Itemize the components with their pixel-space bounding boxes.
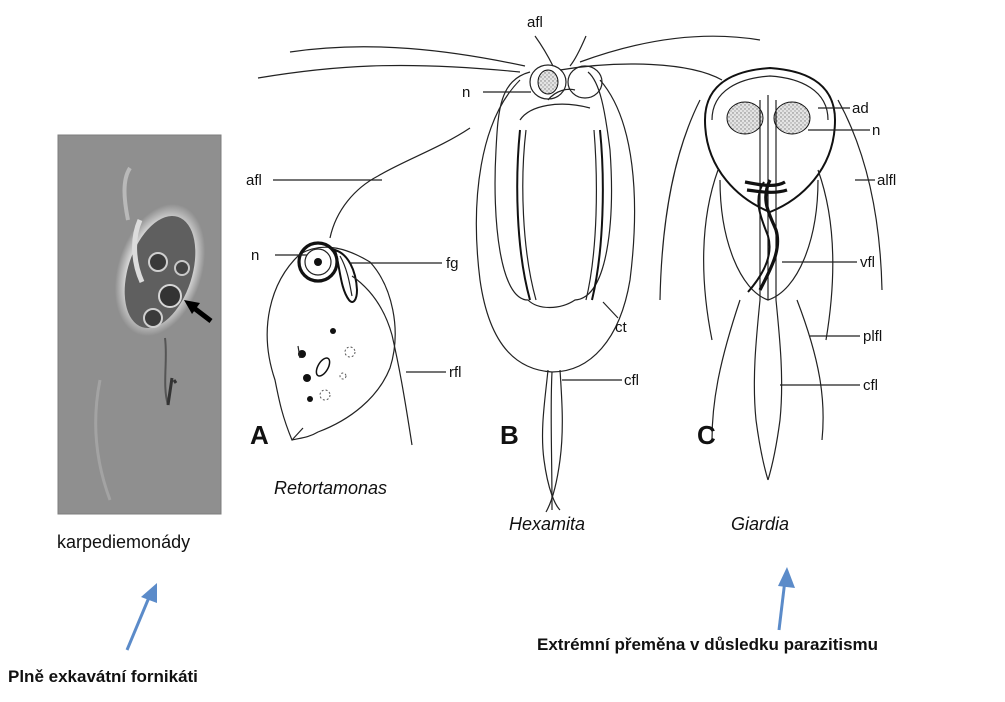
panel-c-drawing	[660, 68, 882, 480]
label-retortamonas-n: n	[251, 247, 259, 264]
label-giardia-ad: ad	[852, 100, 869, 117]
note-excavate: Plně exkavátní fornikáti	[8, 667, 198, 687]
label-hexamita-n: n	[462, 84, 470, 101]
caption-giardia: Giardia	[731, 514, 789, 535]
micrograph	[58, 135, 221, 514]
label-hexamita-afl: afl	[527, 14, 543, 31]
arrow-left	[127, 583, 157, 650]
label-giardia-vfl: vfl	[860, 254, 875, 271]
caption-photo: karpediemonády	[57, 532, 190, 553]
panel-b-letter: B	[500, 420, 519, 450]
label-hexamita-cfl: cfl	[624, 372, 639, 389]
label-giardia-cfl: cfl	[863, 377, 878, 394]
caption-hexamita: Hexamita	[509, 514, 585, 535]
label-hexamita-ct: ct	[615, 319, 628, 336]
label-retortamonas-rfl: rfl	[449, 364, 462, 381]
caption-retortamonas: Retortamonas	[274, 478, 387, 499]
note-parasitism: Extrémní přeměna v důsledku parazitismu	[537, 635, 878, 655]
panel-a-letter: A	[250, 420, 269, 450]
panel-c-letter: C	[697, 420, 716, 450]
label-giardia-n: n	[872, 122, 880, 139]
arrow-right	[778, 567, 795, 630]
panel-a-drawing	[267, 128, 470, 445]
label-giardia-plfl: plfl	[863, 328, 882, 345]
label-retortamonas-afl: afl	[246, 172, 262, 189]
label-giardia-alfl: alfl	[877, 172, 896, 189]
label-retortamonas-fg: fg	[446, 255, 459, 272]
